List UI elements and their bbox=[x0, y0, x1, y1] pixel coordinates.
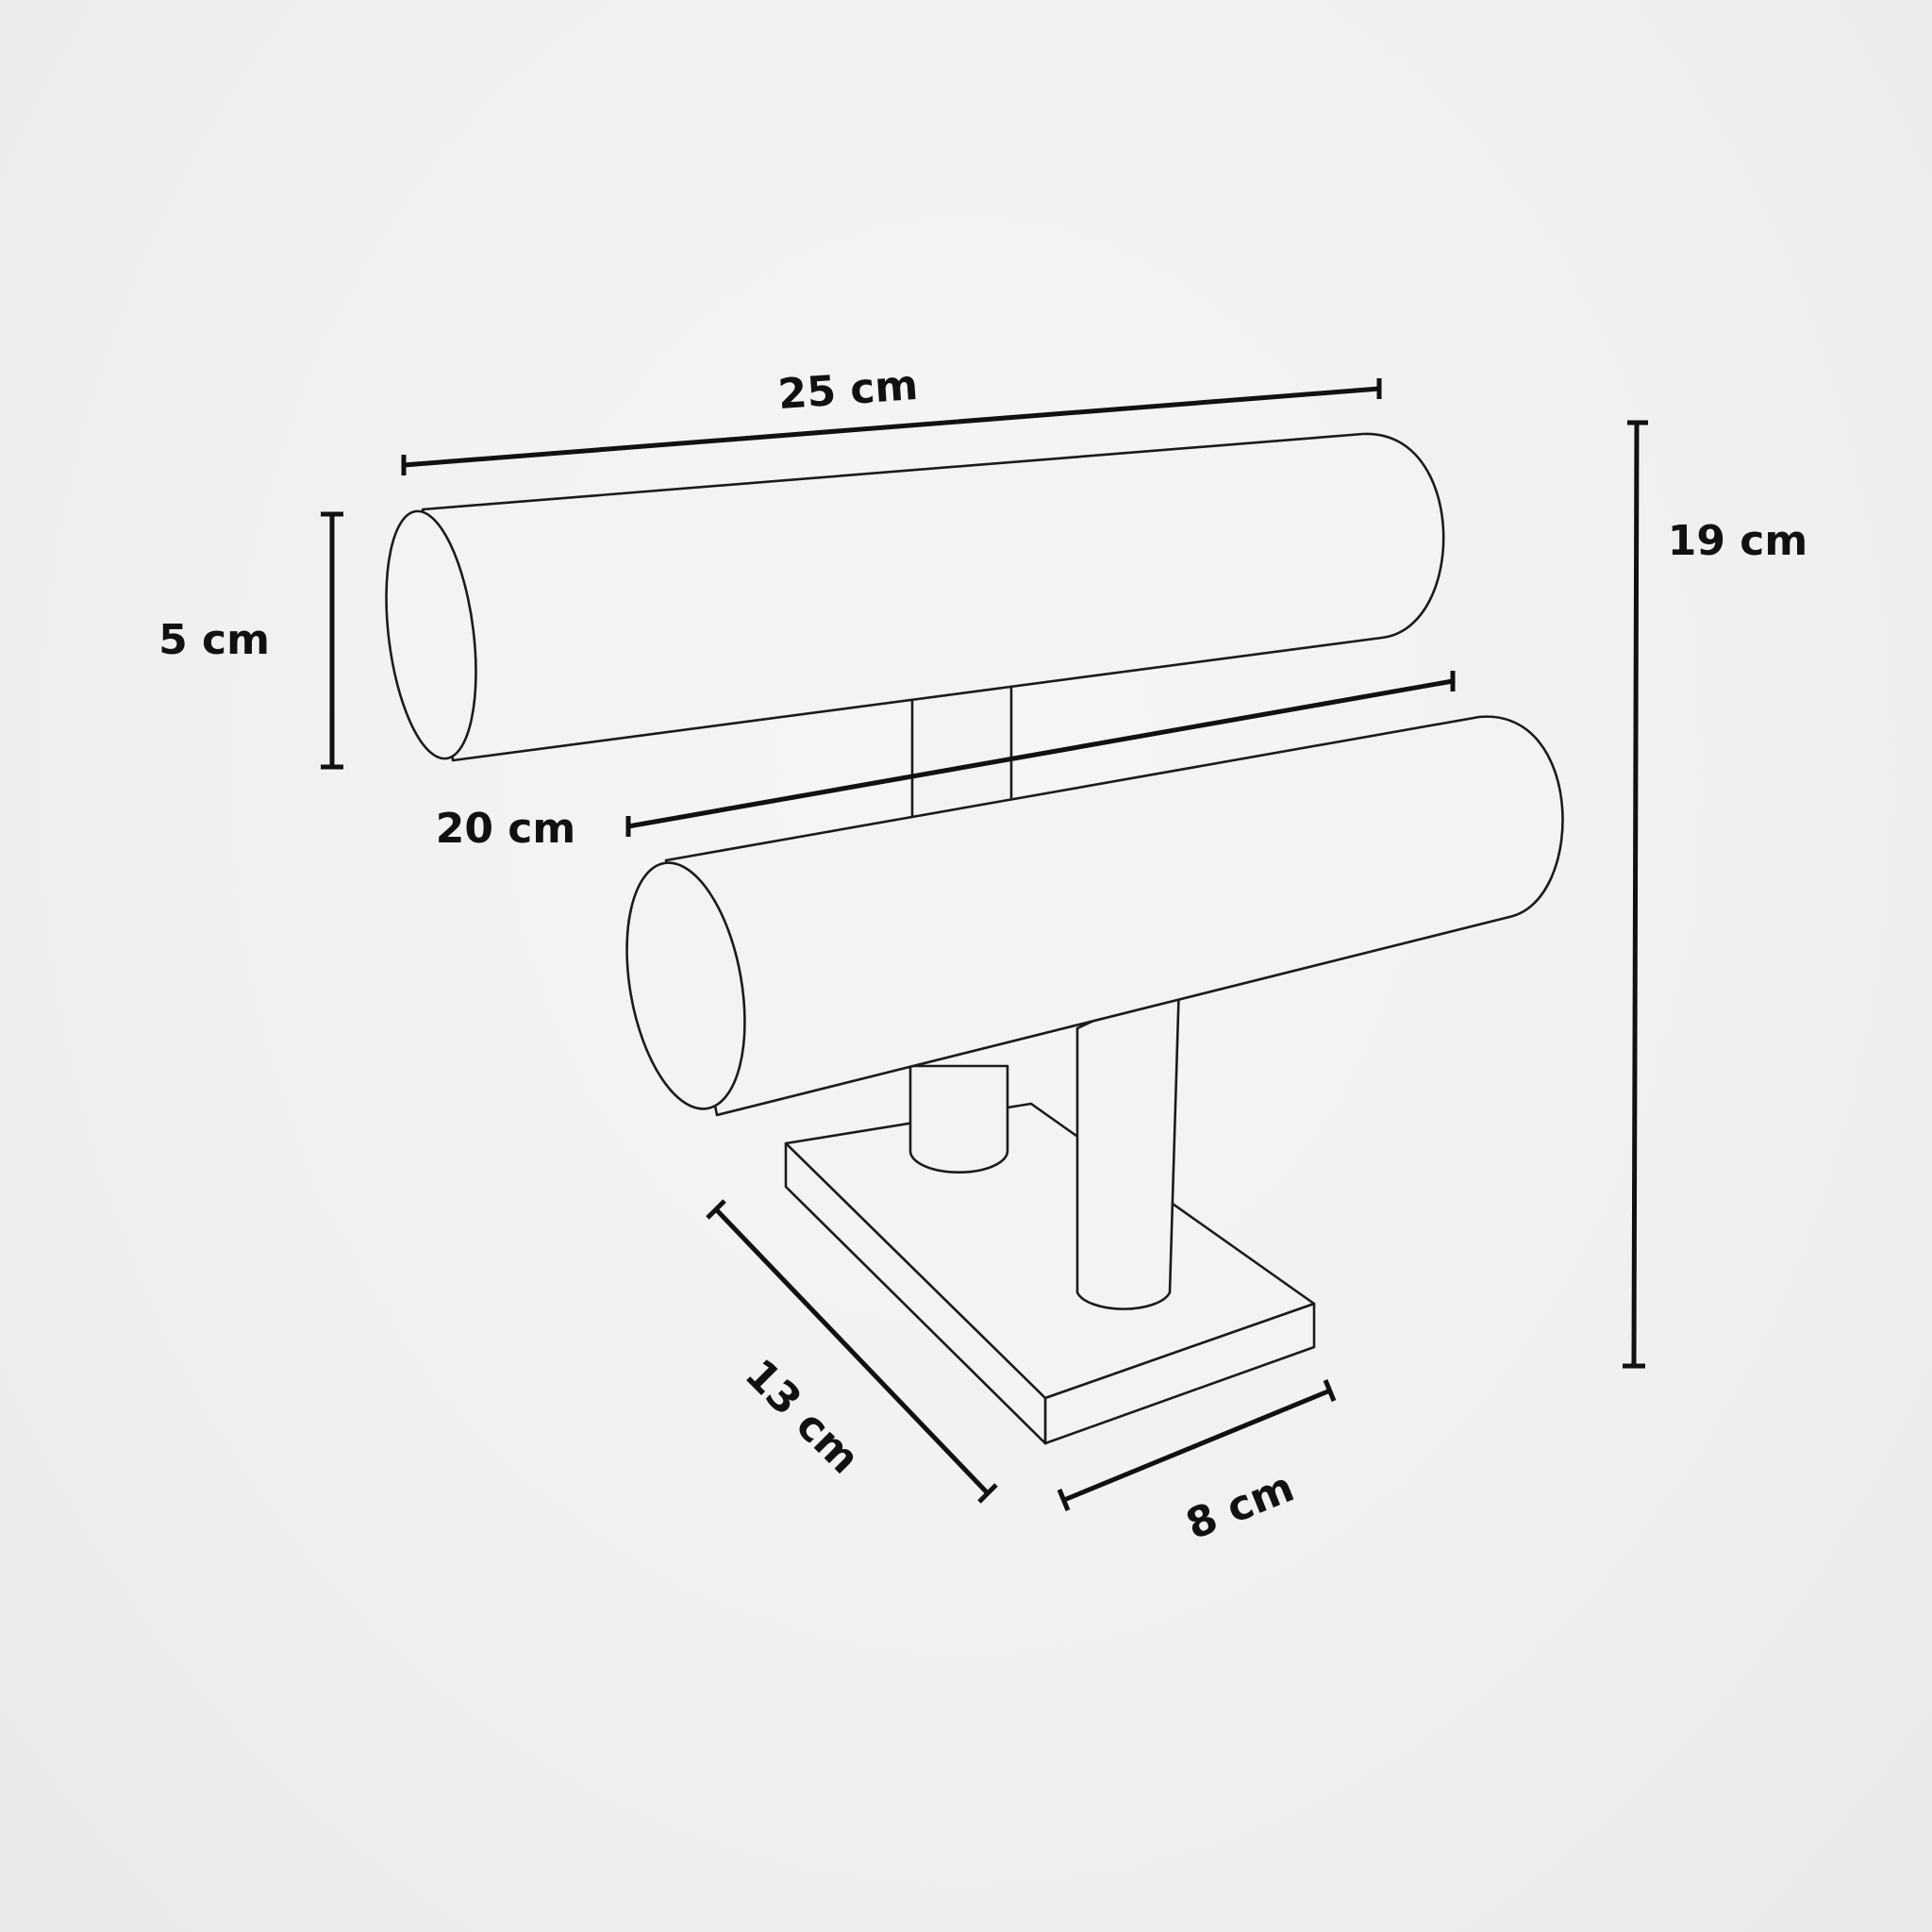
top-bar-body bbox=[421, 432, 1445, 762]
lower-bar-body bbox=[664, 715, 1564, 1117]
base-plate bbox=[784, 1102, 1316, 1445]
label-base-length: 13 cm bbox=[736, 1350, 869, 1483]
dimension-bar-diameter bbox=[321, 511, 343, 770]
dimension-lower-bar-length bbox=[625, 671, 1456, 837]
label-base-width: 8 cm bbox=[1179, 1463, 1300, 1549]
label-total-height: 19 cm bbox=[1668, 517, 1807, 565]
base-left-face bbox=[784, 1141, 1047, 1445]
back-post-lower bbox=[908, 1064, 1009, 1174]
top-bar-end-cap bbox=[385, 509, 477, 760]
label-lower-bar-length: 20 cm bbox=[436, 805, 575, 853]
top-bar bbox=[385, 432, 1445, 762]
lower-bar bbox=[625, 715, 1564, 1117]
front-post-body bbox=[1075, 979, 1181, 1310]
label-top-bar-length: 25 cm bbox=[776, 361, 920, 419]
label-bar-diameter: 5 cm bbox=[158, 616, 270, 664]
front-post bbox=[1075, 979, 1181, 1310]
dimension-base-width bbox=[1057, 1379, 1337, 1511]
lower-bar-end-cap bbox=[625, 861, 746, 1110]
dimension-total-height bbox=[1623, 420, 1648, 1369]
dimension-top-bar-length bbox=[401, 378, 1382, 475]
dimension-base-length bbox=[706, 1199, 998, 1504]
